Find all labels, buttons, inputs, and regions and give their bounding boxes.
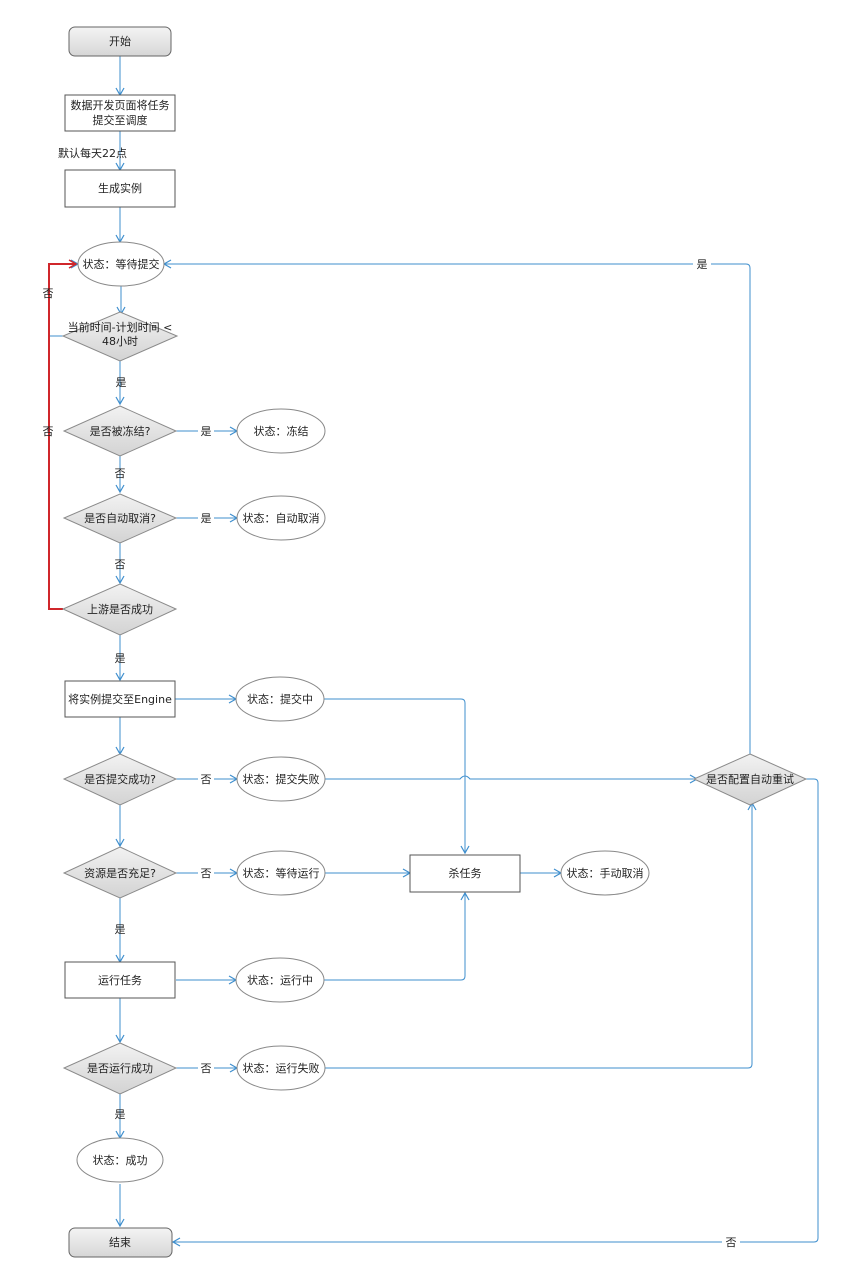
wait-submit-label: 状态：等待提交 bbox=[83, 257, 160, 271]
wait-run-state-label: 状态：等待运行 bbox=[243, 866, 320, 880]
run-ok-decision: 是否运行成功 bbox=[62, 1042, 178, 1095]
frozen-decision-label: 是否被冻结? bbox=[90, 424, 151, 438]
autocancel-decision-label: 是否自动取消? bbox=[84, 511, 156, 525]
edge-runfail-retry bbox=[324, 801, 757, 1069]
success-state-label: 状态：成功 bbox=[93, 1153, 148, 1167]
run-task-label: 运行任务 bbox=[98, 974, 142, 987]
submit-engine-node: 将实例提交至Engine bbox=[64, 680, 176, 718]
submit-task-label-line1: 数据开发页面将任务 bbox=[71, 98, 170, 112]
label-timecheck-no: 否 bbox=[43, 287, 54, 300]
generate-instance-label: 生成实例 bbox=[98, 181, 142, 195]
edge-upstream-no-loop bbox=[48, 259, 78, 610]
edge-retry-yes bbox=[162, 259, 751, 755]
label-frozen-no: 否 bbox=[115, 467, 126, 480]
submit-fail-state-node: 状态：提交失败 bbox=[236, 756, 326, 802]
running-state-label: 状态：运行中 bbox=[247, 973, 313, 987]
resource-decision-label: 资源是否充足? bbox=[84, 866, 156, 880]
label-runok-yes: 是 bbox=[115, 1108, 126, 1121]
label-retry-no: 否 bbox=[726, 1236, 737, 1249]
edge-running-kill bbox=[324, 891, 470, 981]
wait-run-state-node: 状态：等待运行 bbox=[236, 850, 326, 896]
label-retry-yes: 是 bbox=[697, 258, 708, 271]
time-check-label-line1: 当前时间-计划时间 < bbox=[68, 320, 173, 334]
frozen-state-label: 状态：冻结 bbox=[254, 424, 309, 438]
autocancel-state-label: 状态：自动取消 bbox=[243, 511, 320, 525]
submit-fail-state-label: 状态：提交失败 bbox=[243, 772, 320, 786]
time-check-label-line2: 48小时 bbox=[102, 335, 138, 348]
running-state-node: 状态：运行中 bbox=[235, 957, 325, 1003]
frozen-decision: 是否被冻结? bbox=[62, 405, 178, 457]
run-ok-decision-label: 是否运行成功 bbox=[87, 1062, 153, 1075]
run-fail-state-label: 状态：运行失败 bbox=[243, 1061, 320, 1075]
resource-decision: 资源是否充足? bbox=[62, 846, 178, 899]
submit-engine-label: 将实例提交至Engine bbox=[68, 692, 172, 706]
label-submitok-no: 否 bbox=[201, 773, 212, 786]
frozen-state-node: 状态：冻结 bbox=[236, 408, 326, 454]
schedule-note: 默认每天22点 bbox=[58, 146, 127, 160]
submit-task-label-line2: 提交至调度 bbox=[93, 113, 148, 127]
edge-submitting-kill bbox=[324, 698, 470, 855]
submitting-state-node: 状态：提交中 bbox=[235, 676, 325, 722]
label-runok-no: 否 bbox=[201, 1062, 212, 1075]
label-upstream-no: 否 bbox=[43, 425, 54, 438]
run-fail-state-node: 状态：运行失败 bbox=[236, 1045, 326, 1091]
label-resource-yes: 是 bbox=[115, 923, 126, 936]
wait-submit-node: 状态：等待提交 bbox=[77, 241, 165, 287]
autocancel-state-node: 状态：自动取消 bbox=[236, 495, 326, 541]
kill-task-node: 杀任务 bbox=[409, 854, 521, 893]
label-resource-no: 否 bbox=[201, 867, 212, 880]
upstream-decision: 上游是否成功 bbox=[61, 583, 178, 636]
nodes: 开始 数据开发页面将任务 提交至调度 默认每天22点 生成实例 状态：等待提交 … bbox=[58, 26, 808, 1258]
upstream-decision-label: 上游是否成功 bbox=[87, 603, 153, 616]
label-autocancel-yes: 是 bbox=[201, 512, 212, 525]
generate-instance-node: 生成实例 bbox=[64, 169, 176, 208]
manual-cancel-state-label: 状态：手动取消 bbox=[567, 866, 644, 880]
label-timecheck-yes: 是 bbox=[116, 376, 127, 389]
submitting-state-label: 状态：提交中 bbox=[247, 692, 313, 706]
time-check-decision: 当前时间-计划时间 < 48小时 bbox=[61, 311, 179, 362]
label-autocancel-no: 否 bbox=[115, 558, 126, 571]
autocancel-decision: 是否自动取消? bbox=[62, 493, 178, 544]
label-upstream-yes: 是 bbox=[115, 652, 126, 665]
submit-ok-decision-label: 是否提交成功? bbox=[84, 772, 156, 786]
submit-ok-decision: 是否提交成功? bbox=[62, 753, 178, 806]
edge-submitfail-retry bbox=[324, 774, 699, 784]
label-frozen-yes: 是 bbox=[201, 425, 212, 438]
run-task-node: 运行任务 bbox=[64, 961, 176, 999]
manual-cancel-state-node: 状态：手动取消 bbox=[560, 850, 650, 896]
start-node: 开始 bbox=[68, 26, 172, 57]
retry-decision: 是否配置自动重试 bbox=[692, 753, 808, 806]
edges bbox=[48, 56, 819, 1247]
edge-retry-no bbox=[171, 778, 819, 1247]
end-node: 结束 bbox=[68, 1227, 173, 1258]
kill-task-label: 杀任务 bbox=[449, 866, 482, 880]
success-state-node: 状态：成功 bbox=[76, 1137, 164, 1183]
start-label: 开始 bbox=[109, 34, 131, 48]
end-label: 结束 bbox=[109, 1236, 131, 1249]
retry-decision-label: 是否配置自动重试 bbox=[706, 772, 794, 786]
edge-labels: 否 是 否 是 否 是 否 是 否 否 是 否 是 是 否 bbox=[43, 257, 740, 1249]
submit-task-node: 数据开发页面将任务 提交至调度 bbox=[64, 94, 176, 132]
